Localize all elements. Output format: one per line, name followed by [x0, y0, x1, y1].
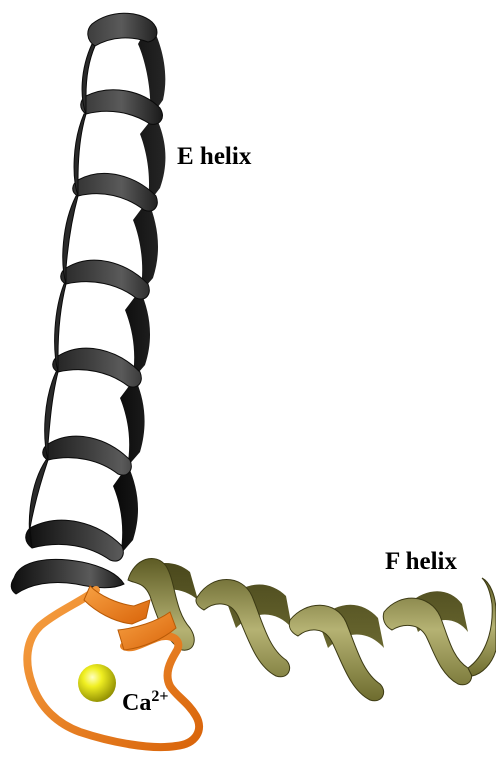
calcium-ion-sphere: [78, 664, 116, 702]
calcium-label: Ca2+: [122, 689, 168, 715]
e-helix-ribbon: [11, 13, 165, 594]
f-helix-end: [468, 578, 496, 676]
f-helix-ribbon: [128, 558, 496, 700]
e-helix-label: E helix: [177, 144, 251, 169]
e-helix-front-turns: [26, 13, 163, 561]
e-helix-terminus: [11, 559, 124, 594]
e-helix-side-strands: [29, 44, 95, 548]
calcium-charge: 2+: [151, 688, 168, 705]
calcium-symbol: Ca: [122, 690, 151, 716]
loop-sheet-arrow: [84, 586, 150, 624]
f-helix-label: F helix: [385, 549, 457, 574]
